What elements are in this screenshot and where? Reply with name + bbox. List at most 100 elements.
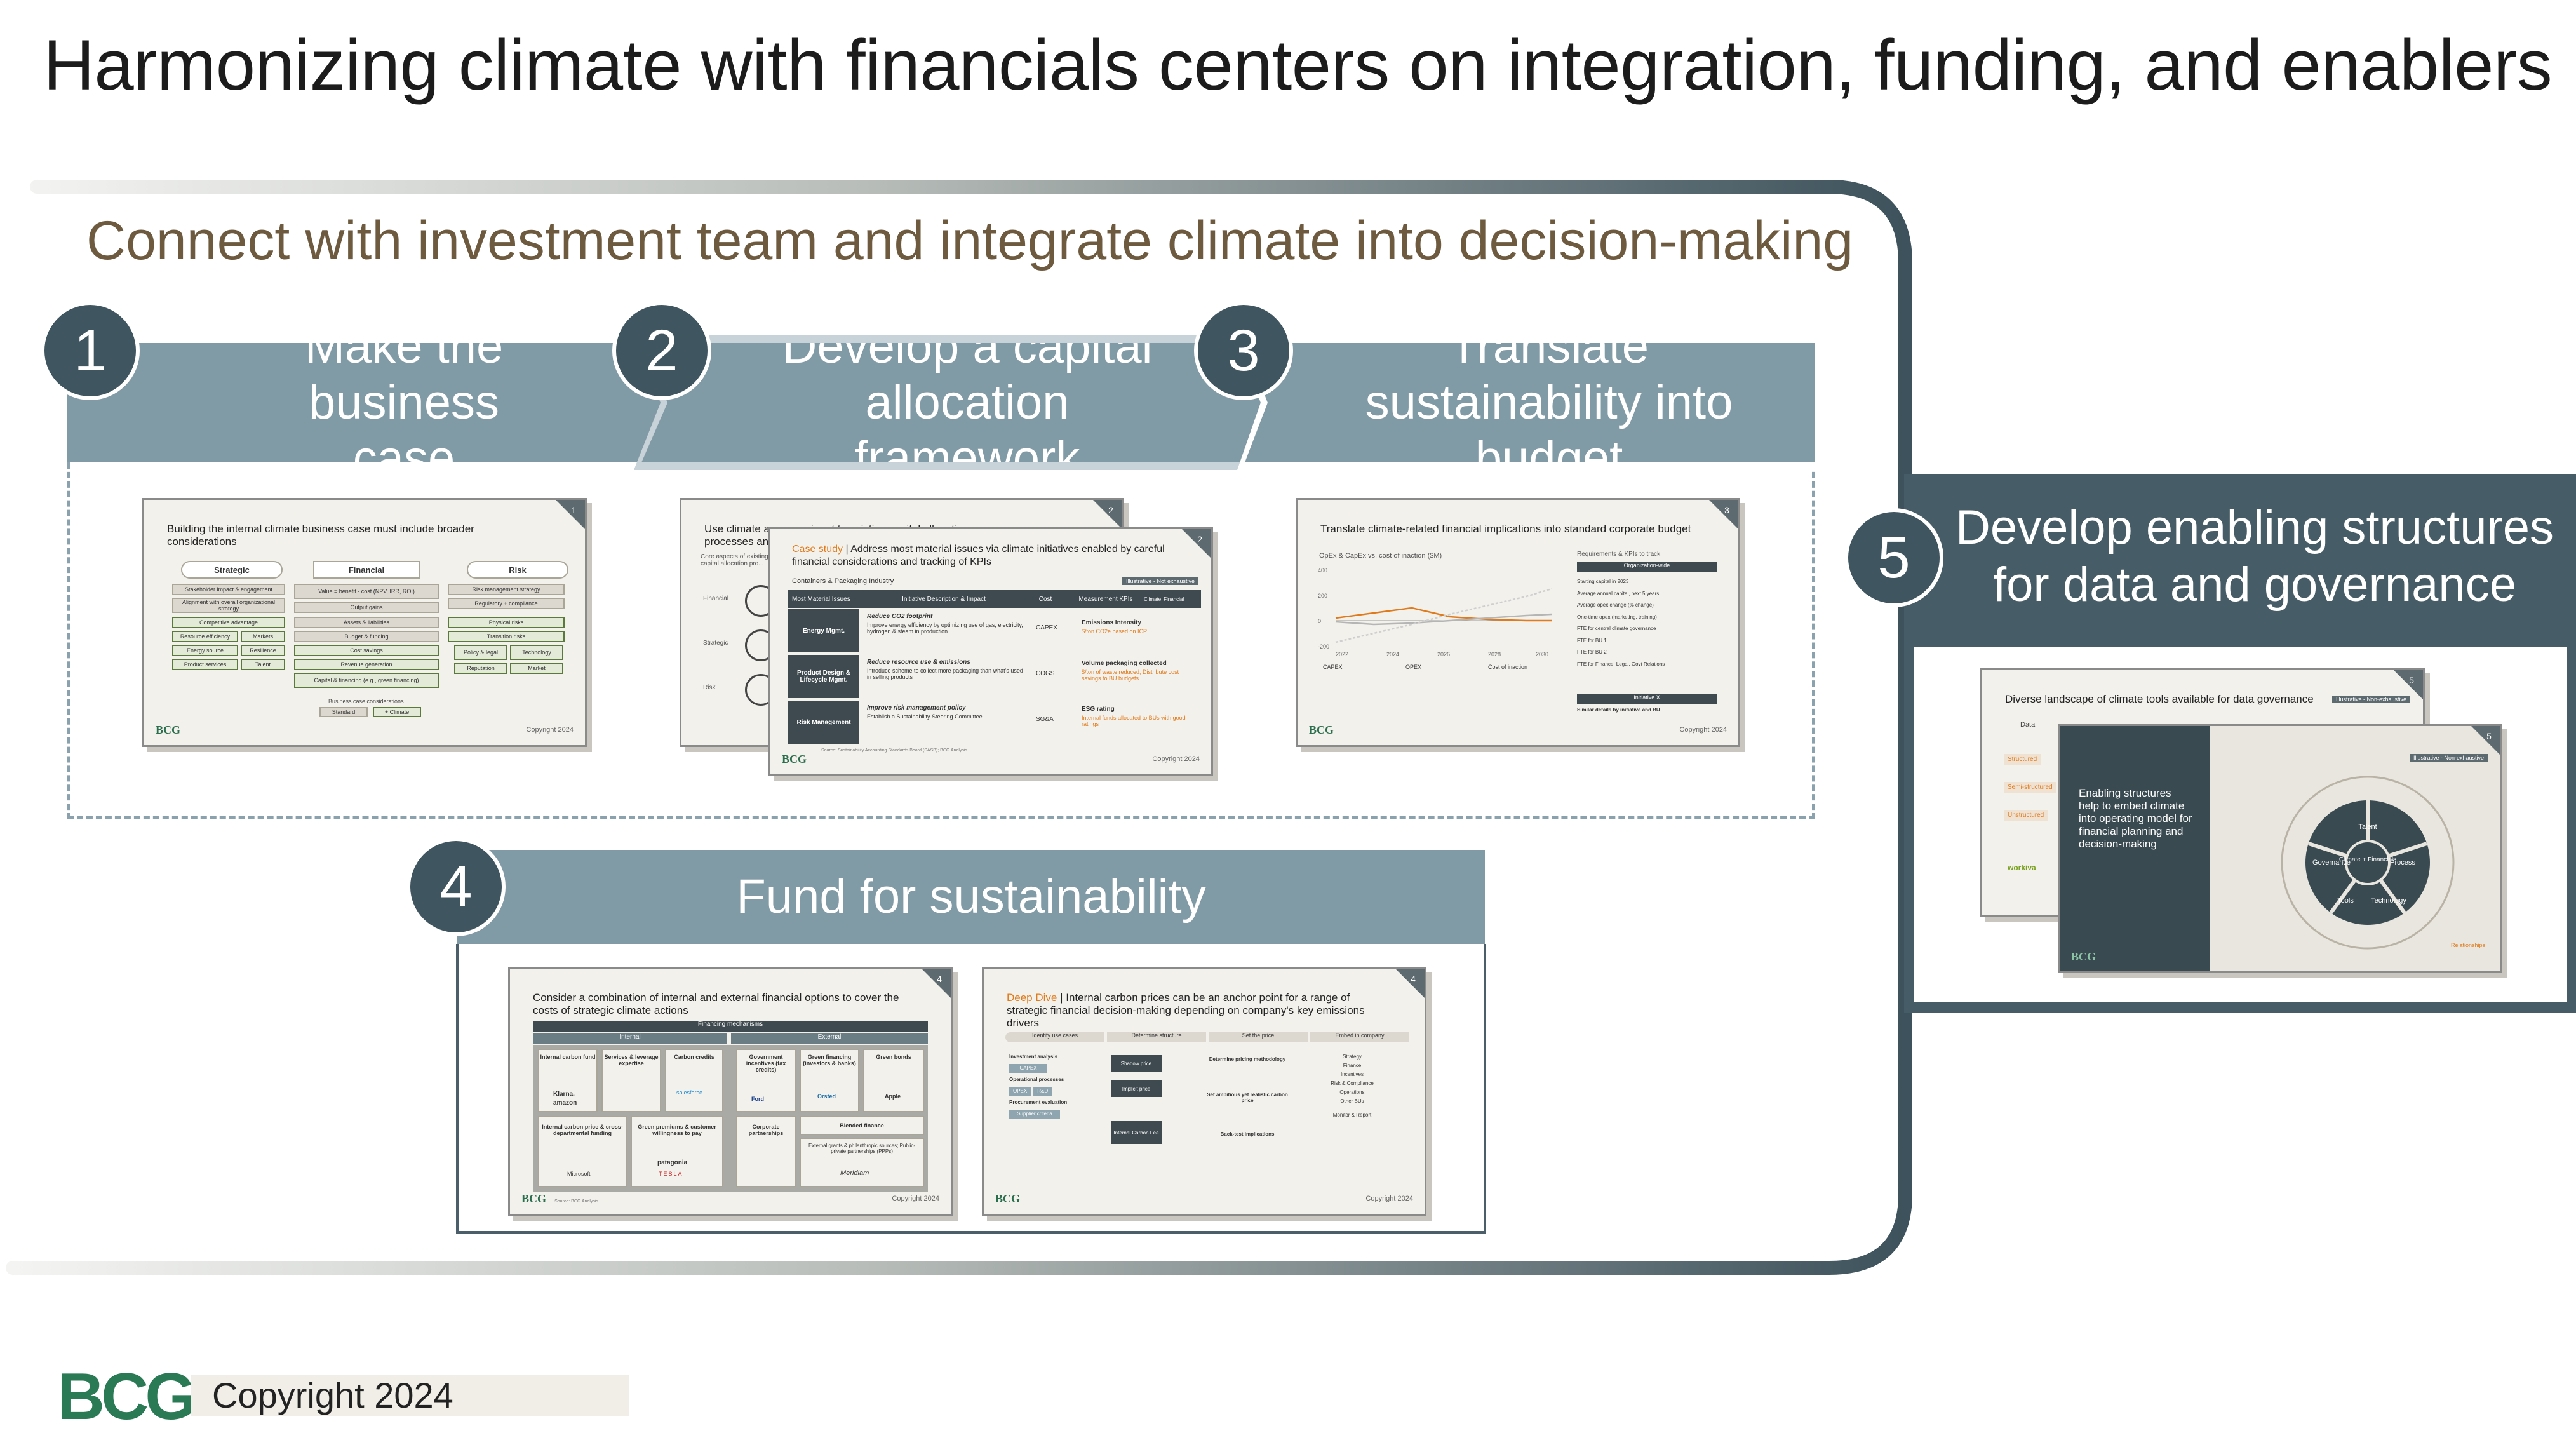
table-header: Most Material Issues Initiative Descript… <box>788 590 1201 608</box>
risk-item: Regulatory + compliance <box>448 598 565 609</box>
slide-tag: 4 <box>937 974 942 984</box>
brand-logo: Orsted <box>817 1093 836 1100</box>
requirement-item: Average opex change (% change) <box>1577 602 1654 608</box>
use-case-tag: OPEX <box>1009 1087 1031 1096</box>
data-row: Unstructured <box>2004 810 2048 821</box>
financial-item: Revenue generation <box>294 659 439 670</box>
slide-logo: BCG <box>782 752 807 765</box>
brand-logo: TESLA <box>659 1171 683 1177</box>
tool-logo: workiva <box>2008 863 2036 872</box>
requirement-item: FTE for central climate governance <box>1577 626 1656 631</box>
capex-line <box>1335 607 1552 622</box>
table-cell-kpi: Emissions Intensity <box>1082 619 1141 626</box>
step-2-bar: Develop a capital allocation framework <box>641 343 1293 462</box>
embed-list: Strategy Finance Incentives Risk & Compl… <box>1320 1053 1384 1120</box>
price-step: Set ambitious yet realistic carbon price <box>1207 1092 1288 1103</box>
org-wide-header: Organization-wide <box>1577 562 1717 572</box>
footer-copyright: Copyright 2024 <box>191 1375 629 1416</box>
table-cell-kpi-sub: Internal funds allocated to BUs with goo… <box>1082 715 1186 727</box>
data-row: Semi-structured <box>2004 782 2056 793</box>
table-col-header: Most Material Issues <box>792 595 850 603</box>
thumbnail-budget[interactable]: 3 Translate climate-related financial im… <box>1296 498 1740 747</box>
slide-logo: BCG <box>521 1192 547 1205</box>
slide-corner <box>1093 500 1122 529</box>
table-cell-issue: Risk Management <box>788 701 859 744</box>
risk-item: Transition risks <box>448 631 565 642</box>
thumbnail-business-case[interactable]: 1 Building the internal climate business… <box>142 498 587 747</box>
strategic-item: Stakeholder impact & engagement <box>172 584 285 595</box>
wheel-segment: Talent <box>2358 823 2377 831</box>
thumbnail-enabling-structures[interactable]: 5 Enabling structures help to embed clim… <box>2058 724 2502 973</box>
brand-logo: patagonia <box>657 1159 688 1166</box>
wheel-segment: Process <box>2390 859 2415 866</box>
step-5-number: 5 <box>1844 508 1943 607</box>
financial-item: Cost savings <box>294 645 439 656</box>
structure-shadow: Shadow price <box>1111 1055 1162 1072</box>
slide-corner <box>1182 529 1211 558</box>
embed-item: Risk & Compliance <box>1331 1080 1374 1086</box>
slide-lead: Case study <box>792 544 843 555</box>
use-case: Operational processes <box>1009 1077 1064 1082</box>
slide-corner <box>1395 969 1425 998</box>
requirement-item: Average annual capital, next 5 years <box>1577 590 1660 596</box>
thumbnail-fund-options[interactable]: 4 Consider a combination of internal and… <box>508 967 953 1216</box>
inaction-line <box>1335 588 1552 643</box>
strategic-item: Resilience <box>241 645 285 656</box>
slide-copyright: Copyright 2024 <box>1365 1195 1413 1202</box>
section-title: Connect with investment team and integra… <box>86 210 1854 271</box>
carbon-steps: Identify use cases Determine structure S… <box>1005 1032 1409 1042</box>
slide-copyright: Copyright 2024 <box>526 726 574 734</box>
table-col-header: Measurement KPIs <box>1078 595 1133 603</box>
financial-item: Assets & liabilities <box>294 617 439 628</box>
step-3-label: Translate sustainability into budget <box>1365 320 1733 485</box>
wheel-segment: Tools <box>2337 897 2354 905</box>
budget-line-chart: 400 200 0 -200 2022 2024 2026 2028 2030 <box>1318 567 1552 657</box>
step-5-label: Develop enabling structures for data and… <box>1955 501 2554 612</box>
pillar-strategic: Strategic <box>181 561 283 579</box>
slide-footer: BCG Copyright 2024 <box>156 722 574 737</box>
embed-item: Other BUs <box>1340 1098 1364 1104</box>
requirement-item: FTE for BU 1 <box>1577 637 1607 643</box>
x-tick: 2026 <box>1437 651 1450 657</box>
slide-title: Case study | Address most material issue… <box>792 544 1165 567</box>
strategic-item: Resource efficiency <box>172 631 238 642</box>
pillar-risk: Risk <box>467 561 568 579</box>
slide-logo: BCG <box>995 1192 1021 1205</box>
step-2-number: 2 <box>612 301 711 400</box>
chart-title: OpEx & CapEx vs. cost of inaction ($M) <box>1319 552 1442 560</box>
financial-item: Budget & funding <box>294 631 439 642</box>
table-col-header: Initiative Description & Impact <box>902 595 986 603</box>
table-cell-cost: COGS <box>1036 670 1055 677</box>
initiative-header: Initiative X <box>1577 694 1717 704</box>
enable-side-panel <box>2060 726 2210 971</box>
risk-item: Physical risks <box>448 617 565 628</box>
slide-footer: BCG <box>2071 950 2096 964</box>
risk-item: Technology <box>510 645 563 660</box>
step-identify: Identify use cases <box>1005 1032 1104 1042</box>
thumbnail-carbon-price[interactable]: 4 Deep Dive | Internal carbon prices can… <box>982 967 1426 1216</box>
carbon-credits: Carbon credits <box>665 1049 723 1112</box>
slide-tag: 2 <box>1197 534 1202 544</box>
wheel-segment: Governance <box>2312 859 2351 866</box>
structure-implicit: Implicit price <box>1111 1080 1162 1097</box>
requirement-item: One-time opex (marketing, training) <box>1577 614 1657 620</box>
slide-copyright: Copyright 2024 <box>1152 755 1200 763</box>
table-cell-initiative: Reduce CO2 footprint <box>867 613 933 620</box>
internal-carbon-fund: Internal carbon fund <box>538 1049 598 1112</box>
requirements-title: Requirements & KPIs to track <box>1577 551 1661 558</box>
slide-tag: 5 <box>2486 731 2492 741</box>
legend-inaction: Cost of inaction <box>1488 664 1528 670</box>
price-step: Back-test implications <box>1220 1131 1275 1137</box>
internal-header: Internal <box>533 1033 727 1044</box>
y-tick: 200 <box>1318 593 1327 599</box>
x-tick: 2022 <box>1336 651 1348 657</box>
table-cell-kpi-sub: $/ton CO2e based on ICP <box>1082 628 1148 635</box>
table-cell-kpi: ESG rating <box>1082 706 1115 713</box>
enable-text: Enabling structures help to embed climat… <box>2079 787 2192 850</box>
step-2-label: Develop a capital allocation framework <box>782 320 1153 485</box>
use-case: Investment analysis <box>1009 1054 1058 1060</box>
thumbnail-capital-front[interactable]: 2 Case study | Address most material iss… <box>768 527 1213 776</box>
strategic-item: Energy source <box>172 645 238 656</box>
use-case: Procurement evaluation <box>1009 1100 1068 1105</box>
